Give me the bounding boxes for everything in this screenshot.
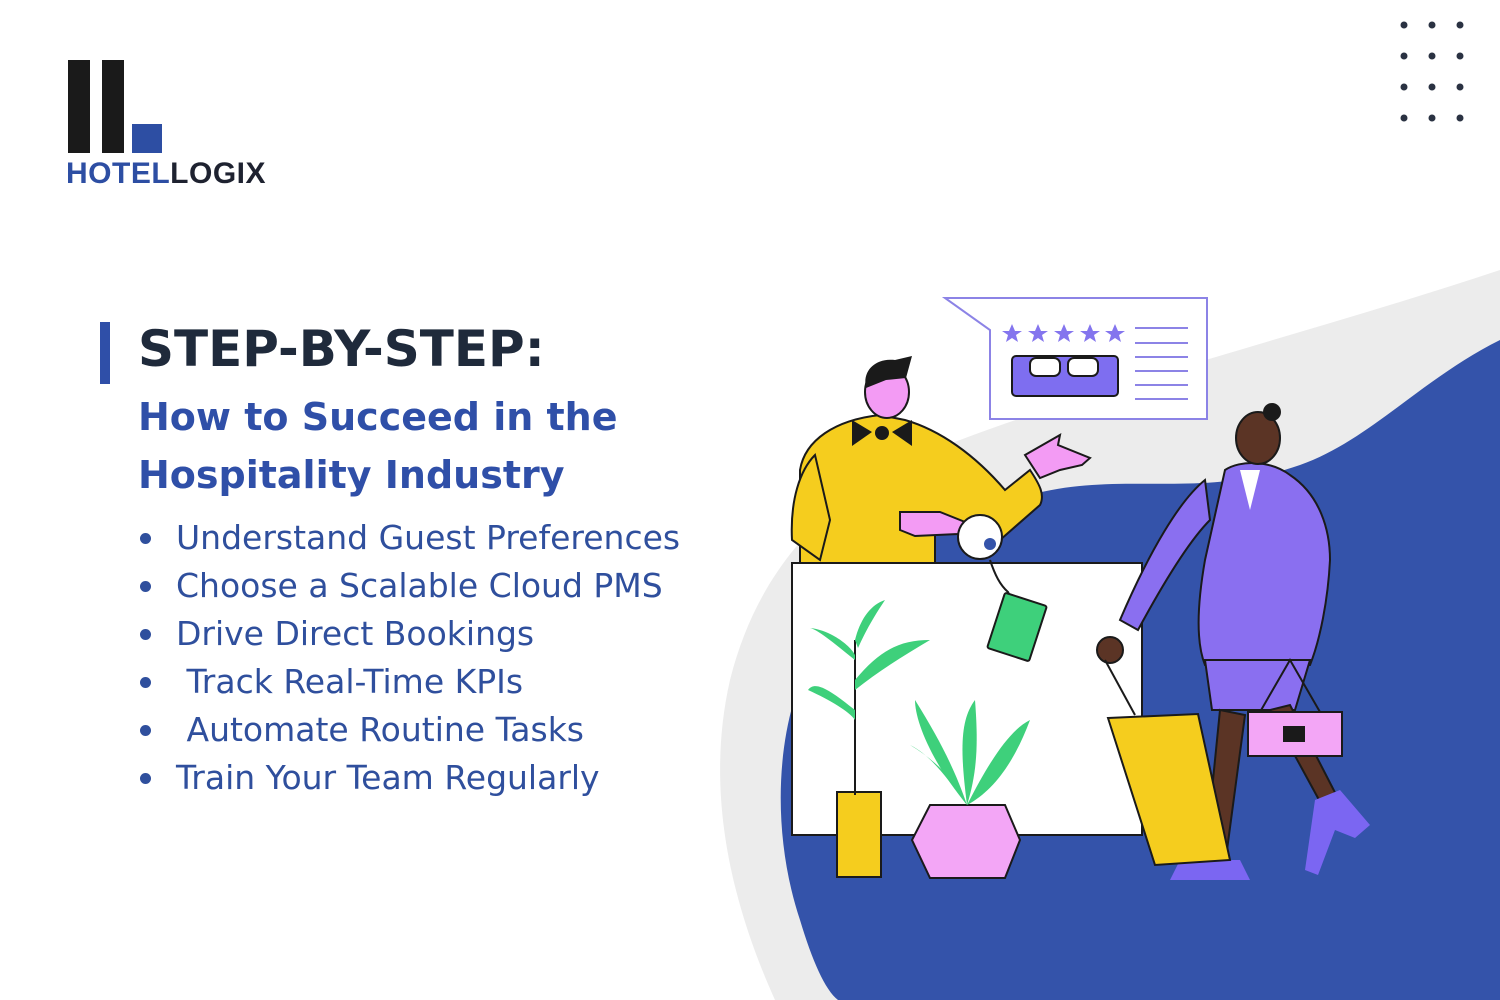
list-item: Understand Guest Preferences xyxy=(138,514,760,562)
brand-logo: HOTELLOGIX xyxy=(66,60,266,189)
dot-grid-decoration xyxy=(1400,21,1464,122)
accent-bar xyxy=(100,322,110,384)
list-item: Train Your Team Regularly xyxy=(138,754,760,802)
page-subtitle: How to Succeed in the Hospitality Indust… xyxy=(138,395,618,497)
logo-mark-icon xyxy=(68,60,162,153)
review-card xyxy=(941,297,1208,420)
plant-icon xyxy=(808,600,930,878)
brand-wordmark: HOTELLOGIX xyxy=(66,157,267,190)
plant-icon xyxy=(910,700,1030,879)
list-item: Drive Direct Bookings xyxy=(138,610,760,658)
bed-icon xyxy=(1011,355,1119,397)
main-content: STEP-BY-STEP: How to Succeed in the Hosp… xyxy=(100,318,760,802)
guest-figure xyxy=(1096,403,1370,880)
list-item: Track Real-Time KPIs xyxy=(138,658,760,706)
luggage-icon xyxy=(1104,659,1232,867)
handbag-icon xyxy=(1247,657,1343,757)
page-title: STEP-BY-STEP: xyxy=(138,320,545,378)
steps-list: Understand Guest Preferences Choose a Sc… xyxy=(138,514,760,802)
key-icon xyxy=(957,514,1048,662)
star-icon xyxy=(1002,324,1125,342)
list-item: Automate Routine Tasks xyxy=(138,706,760,754)
list-item: Choose a Scalable Cloud PMS xyxy=(138,562,760,610)
